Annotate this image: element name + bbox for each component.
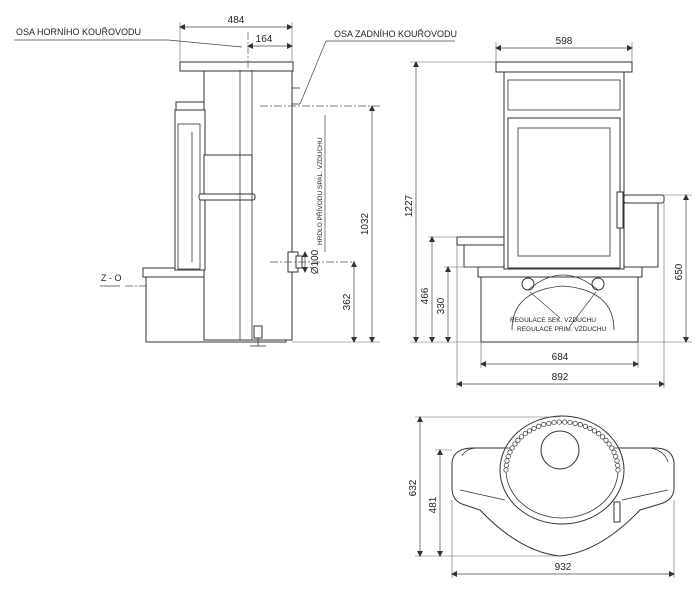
flue-ring-dot <box>556 419 562 425</box>
dim-684: 684 <box>552 352 569 363</box>
plan-flue-ring-dots <box>503 419 621 473</box>
top-flue-axis-label: OSA HORNÍHO KOUŘOVODU <box>16 27 141 37</box>
side-view <box>14 22 455 347</box>
primary-air-leader <box>569 291 597 327</box>
primary-air-knob <box>521 277 535 291</box>
flue-ring-dot <box>599 434 606 440</box>
flue-ring-dot <box>614 458 620 464</box>
dim-932: 932 <box>555 562 572 573</box>
flue-ring-dot <box>536 423 542 429</box>
dim-484: 484 <box>228 15 245 26</box>
dim-1227: 1227 <box>404 194 415 217</box>
flue-ring-dot <box>615 467 621 473</box>
flue-ring-dot <box>503 462 509 468</box>
flue-ring-dot <box>591 428 598 434</box>
secondary-air-leader <box>529 291 561 319</box>
rear-flue-leader <box>299 40 455 105</box>
flue-ring-dot <box>587 425 593 431</box>
rear-flue-axis-label: OSA ZADNÍHO KOUŘOVODU <box>334 29 457 39</box>
front-door <box>507 117 621 269</box>
primary-air-label: REGULACE PRIM. VZDUCHU <box>517 326 607 333</box>
plan-flue-circle <box>540 430 580 470</box>
dim-481: 481 <box>428 496 439 513</box>
air-control-arc <box>527 274 599 291</box>
side-rear-body <box>203 69 293 341</box>
plan-view <box>415 415 675 578</box>
side-top-lip <box>175 101 205 111</box>
secondary-air-knob <box>591 277 605 291</box>
flue-ring-dot <box>615 462 621 468</box>
secondary-air-label: REGULACE SEK. VZDUCHU <box>510 317 596 324</box>
front-left-bench <box>456 236 505 246</box>
flue-ring-dot <box>531 425 537 431</box>
dim-598: 598 <box>556 36 573 47</box>
flue-ring-dot <box>596 431 602 437</box>
side-middle-panel <box>203 154 253 196</box>
side-top-plate <box>179 61 294 72</box>
flue-ring-dot <box>582 423 588 429</box>
top-flue-leader <box>14 39 243 48</box>
dim-466: 466 <box>420 287 431 304</box>
flue-ring-dot <box>567 419 573 426</box>
front-base <box>480 276 639 343</box>
front-right-bench <box>623 194 665 204</box>
flue-ring-dot <box>606 441 612 447</box>
dim-diameter-100: Ø100 <box>310 249 321 274</box>
plan-left-bench <box>461 447 510 457</box>
flue-ring-dot <box>507 449 513 455</box>
flue-ring-dot <box>551 419 557 426</box>
flue-ring-dot <box>577 422 583 428</box>
side-foot <box>253 325 263 339</box>
front-left-bench-body <box>463 244 505 268</box>
front-upper-shelf <box>507 79 621 111</box>
front-door-handle <box>616 191 624 229</box>
plan-left-bench-edge <box>459 489 506 501</box>
flue-ring-dot <box>609 445 615 451</box>
flue-ring-dot <box>509 445 515 451</box>
dim-330: 330 <box>436 297 447 314</box>
dim-650: 650 <box>674 263 685 280</box>
flue-ring-dot <box>522 431 528 437</box>
dim-632: 632 <box>408 479 419 496</box>
flue-ring-dot <box>518 434 525 440</box>
front-right-bench-body <box>623 202 659 268</box>
air-inlet-label: HRDLO PŘÍVODU SPAL. VZDUCHU <box>315 137 324 245</box>
front-ashpit-arch <box>511 285 615 331</box>
flue-ring-dot <box>515 437 521 443</box>
flue-ring-dot <box>603 437 609 443</box>
front-glass <box>517 127 611 257</box>
flue-ring-dot <box>562 419 568 425</box>
flue-ring-dot <box>503 467 509 473</box>
dim-892: 892 <box>552 372 569 383</box>
side-firebox-front <box>174 109 206 271</box>
front-top-plate <box>495 61 633 73</box>
z-o-label: Z - O <box>101 273 122 283</box>
flue-ring-dot <box>611 449 617 455</box>
plan-body-oval <box>499 415 625 525</box>
side-shelf <box>198 193 256 201</box>
dim-164: 164 <box>256 34 273 45</box>
front-view <box>410 42 692 388</box>
flue-ring-dot <box>546 420 552 426</box>
flue-ring-dot <box>572 420 578 426</box>
plan-right-bench <box>612 447 669 463</box>
flue-ring-dot <box>526 428 533 434</box>
dim-362: 362 <box>342 293 353 310</box>
plan-right-bench-edge <box>621 489 669 501</box>
flue-ring-dot <box>541 422 547 428</box>
flue-ring-dot <box>505 453 511 460</box>
dim-1032: 1032 <box>360 212 371 235</box>
flue-ring-dot <box>504 458 510 464</box>
flue-ring-dot <box>512 441 518 447</box>
flue-ring-dot <box>613 453 619 460</box>
plan-door-handle <box>613 501 621 523</box>
